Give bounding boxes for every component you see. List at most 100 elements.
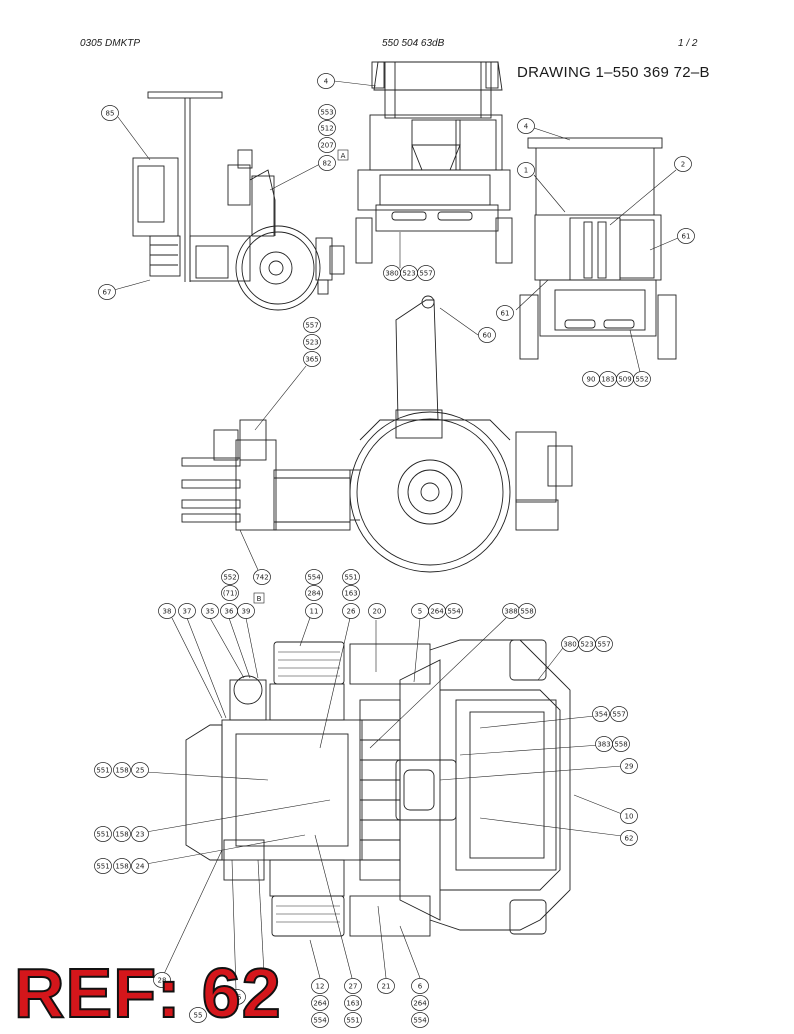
callout-balloon <box>305 585 323 601</box>
callout-label: 28 <box>158 977 167 985</box>
callout-balloon <box>342 585 360 601</box>
callout-label: 12 <box>316 983 325 991</box>
callout-balloon <box>311 978 329 994</box>
callout-label: 523 <box>402 270 415 278</box>
callout-label: 523 <box>305 339 318 347</box>
callout-balloon <box>318 104 336 120</box>
callout-balloon <box>633 371 651 387</box>
callout-balloon <box>318 155 336 171</box>
callout-label: (71) <box>223 590 238 598</box>
callout-label: 4 <box>524 123 529 131</box>
callout-label: 11 <box>310 608 319 616</box>
front-view <box>519 137 677 360</box>
rear-view <box>355 61 513 264</box>
callout-balloon <box>317 73 335 89</box>
callout-balloon <box>318 137 336 153</box>
top-view <box>185 639 571 937</box>
callout-label: 10 <box>625 813 634 821</box>
callout-balloon <box>344 1012 362 1028</box>
callout-label: 1 <box>524 167 528 175</box>
callout-label: 37 <box>183 608 192 616</box>
callout-balloon <box>411 978 429 994</box>
callout-balloon <box>303 351 321 367</box>
callout-balloon <box>178 603 196 619</box>
header-left: 0305 DMKTP <box>80 38 141 49</box>
callout-balloon <box>517 118 535 134</box>
callout-label: 551 <box>344 574 357 582</box>
callout-label: 557 <box>597 641 610 649</box>
callout-balloon <box>305 603 323 619</box>
callout-balloon <box>344 995 362 1011</box>
callout-balloon <box>131 762 149 778</box>
callout-balloon <box>305 569 323 585</box>
callout-balloon <box>94 762 112 778</box>
callout-label: 264 <box>413 1000 427 1008</box>
callout-label: 163 <box>344 590 357 598</box>
callout-label: 264 <box>313 1000 327 1008</box>
callout-balloon <box>595 636 613 652</box>
callout-label: 5 <box>418 608 422 616</box>
callout-balloon <box>228 989 246 1005</box>
callout-balloon <box>377 978 395 994</box>
callout-balloon <box>94 826 112 842</box>
section-marker: B <box>257 595 262 603</box>
side-view-small <box>132 91 345 311</box>
callout-label: 55 <box>194 1012 203 1020</box>
callout-label: 158 <box>115 863 128 871</box>
callout-label: 183 <box>601 376 614 384</box>
callout-label: 6 <box>418 983 423 991</box>
callout-balloon <box>620 758 638 774</box>
callout-label: 558 <box>614 741 627 749</box>
callout-label: 554 <box>447 608 461 616</box>
callout-label: 523 <box>580 641 593 649</box>
callout-label: 551 <box>346 1017 359 1025</box>
callout-balloon <box>318 120 336 136</box>
callout-label: 388 <box>504 608 517 616</box>
callout-label: 207 <box>320 142 333 150</box>
callout-balloon <box>311 1012 329 1028</box>
callout-label: 551 <box>96 863 109 871</box>
callout-balloon <box>342 569 360 585</box>
callout-label: 380 <box>563 641 576 649</box>
callout-label: 85 <box>106 110 115 118</box>
callout-balloon <box>368 603 386 619</box>
callout-label: 62 <box>625 835 634 843</box>
callout-label: 27 <box>349 983 358 991</box>
callout-balloon <box>113 858 131 874</box>
callout-label: 90 <box>587 376 596 384</box>
callout-label: 23 <box>136 831 145 839</box>
callout-balloon <box>153 972 171 988</box>
header-center: 550 504 63dB <box>382 38 445 49</box>
callout-label: 383 <box>597 741 610 749</box>
side-view-large <box>181 295 573 573</box>
callout-label: 284 <box>307 590 321 598</box>
callout-label: 365 <box>305 356 318 364</box>
callout-label: 60 <box>483 332 492 340</box>
callout-balloon <box>221 585 239 601</box>
callout-label: 512 <box>320 125 333 133</box>
callout-balloon <box>612 736 630 752</box>
callout-balloon <box>113 826 131 842</box>
callout-label: 45 <box>233 994 242 1002</box>
callout-label: 38 <box>163 608 172 616</box>
callout-label: 4 <box>324 78 329 86</box>
callout-balloon <box>131 858 149 874</box>
callout-balloon <box>303 334 321 350</box>
callout-balloon <box>201 603 219 619</box>
callout-label: 29 <box>625 763 634 771</box>
callout-label: 36 <box>225 608 234 616</box>
callout-label: 61 <box>501 310 510 318</box>
callout-balloon <box>411 995 429 1011</box>
drawing-title: DRAWING 1–550 369 72–B <box>517 64 710 81</box>
callout-balloon <box>411 1012 429 1028</box>
callout-balloon <box>189 1007 207 1023</box>
callout-label: 20 <box>373 608 382 616</box>
callout-balloon <box>677 228 695 244</box>
callout-balloon <box>237 603 255 619</box>
callout-label: 39 <box>242 608 251 616</box>
callout-label: 554 <box>413 1017 427 1025</box>
callout-balloon <box>674 156 692 172</box>
callout-label: 24 <box>136 863 145 871</box>
callout-label: 264 <box>430 608 444 616</box>
callout-label: 82 <box>323 160 332 168</box>
